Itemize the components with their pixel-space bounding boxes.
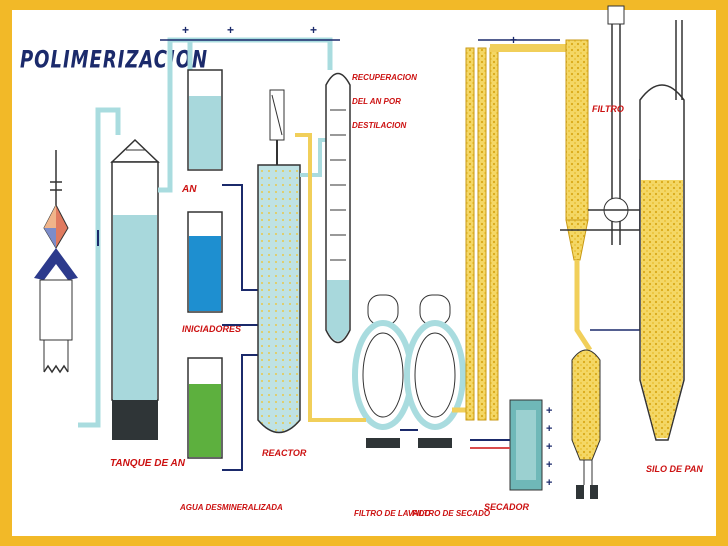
water-vessel — [187, 357, 223, 459]
distillation-column — [325, 72, 351, 344]
riser-pipes: + — [465, 33, 570, 421]
an-vessel — [187, 69, 223, 171]
svg-text:+: + — [546, 459, 552, 471]
dryer-label: SECADOR — [484, 502, 530, 512]
dry-filter-label: FILTRO DE SECADO — [412, 509, 491, 518]
supply-tank-icon — [34, 150, 78, 374]
initiators-label: INICIADORES — [182, 324, 241, 334]
distillation-label-3: DESTILACION — [352, 121, 406, 130]
svg-text:+: + — [510, 33, 517, 47]
svg-text:+: + — [182, 23, 189, 37]
tank-an — [110, 138, 160, 440]
filter-label: FILTRO — [592, 104, 624, 114]
svg-text:+: + — [546, 441, 552, 453]
silo-pan — [639, 20, 685, 441]
svg-text:+: + — [546, 405, 552, 417]
feed-pipe — [78, 107, 121, 428]
initiator-vessel — [187, 211, 223, 313]
dryer: + + + + + — [509, 399, 552, 491]
svg-text:+: + — [310, 23, 317, 37]
reactor — [257, 89, 301, 434]
silo-label: SILO DE PAN — [646, 464, 703, 474]
distillation-label-1: RECUPERACION — [352, 73, 417, 82]
svg-text:+: + — [546, 423, 552, 435]
hopper — [571, 349, 601, 499]
diagram-title: POLIMERIZACION — [20, 46, 208, 74]
reactor-label: REACTOR — [262, 448, 307, 458]
water-label: AGUA DESMINERALIZADA — [179, 503, 283, 512]
tank-an-label: TANQUE DE AN — [110, 458, 186, 469]
svg-text:+: + — [227, 23, 234, 37]
an-label: AN — [181, 184, 197, 195]
distillation-label-2: DEL AN POR — [352, 97, 401, 106]
dry-filter — [404, 294, 466, 448]
svg-text:+: + — [546, 477, 552, 489]
wash-filter-label: FILTRO DE LAVADO — [354, 509, 431, 518]
cyclone-filter — [560, 5, 641, 261]
wash-filter — [352, 294, 414, 448]
